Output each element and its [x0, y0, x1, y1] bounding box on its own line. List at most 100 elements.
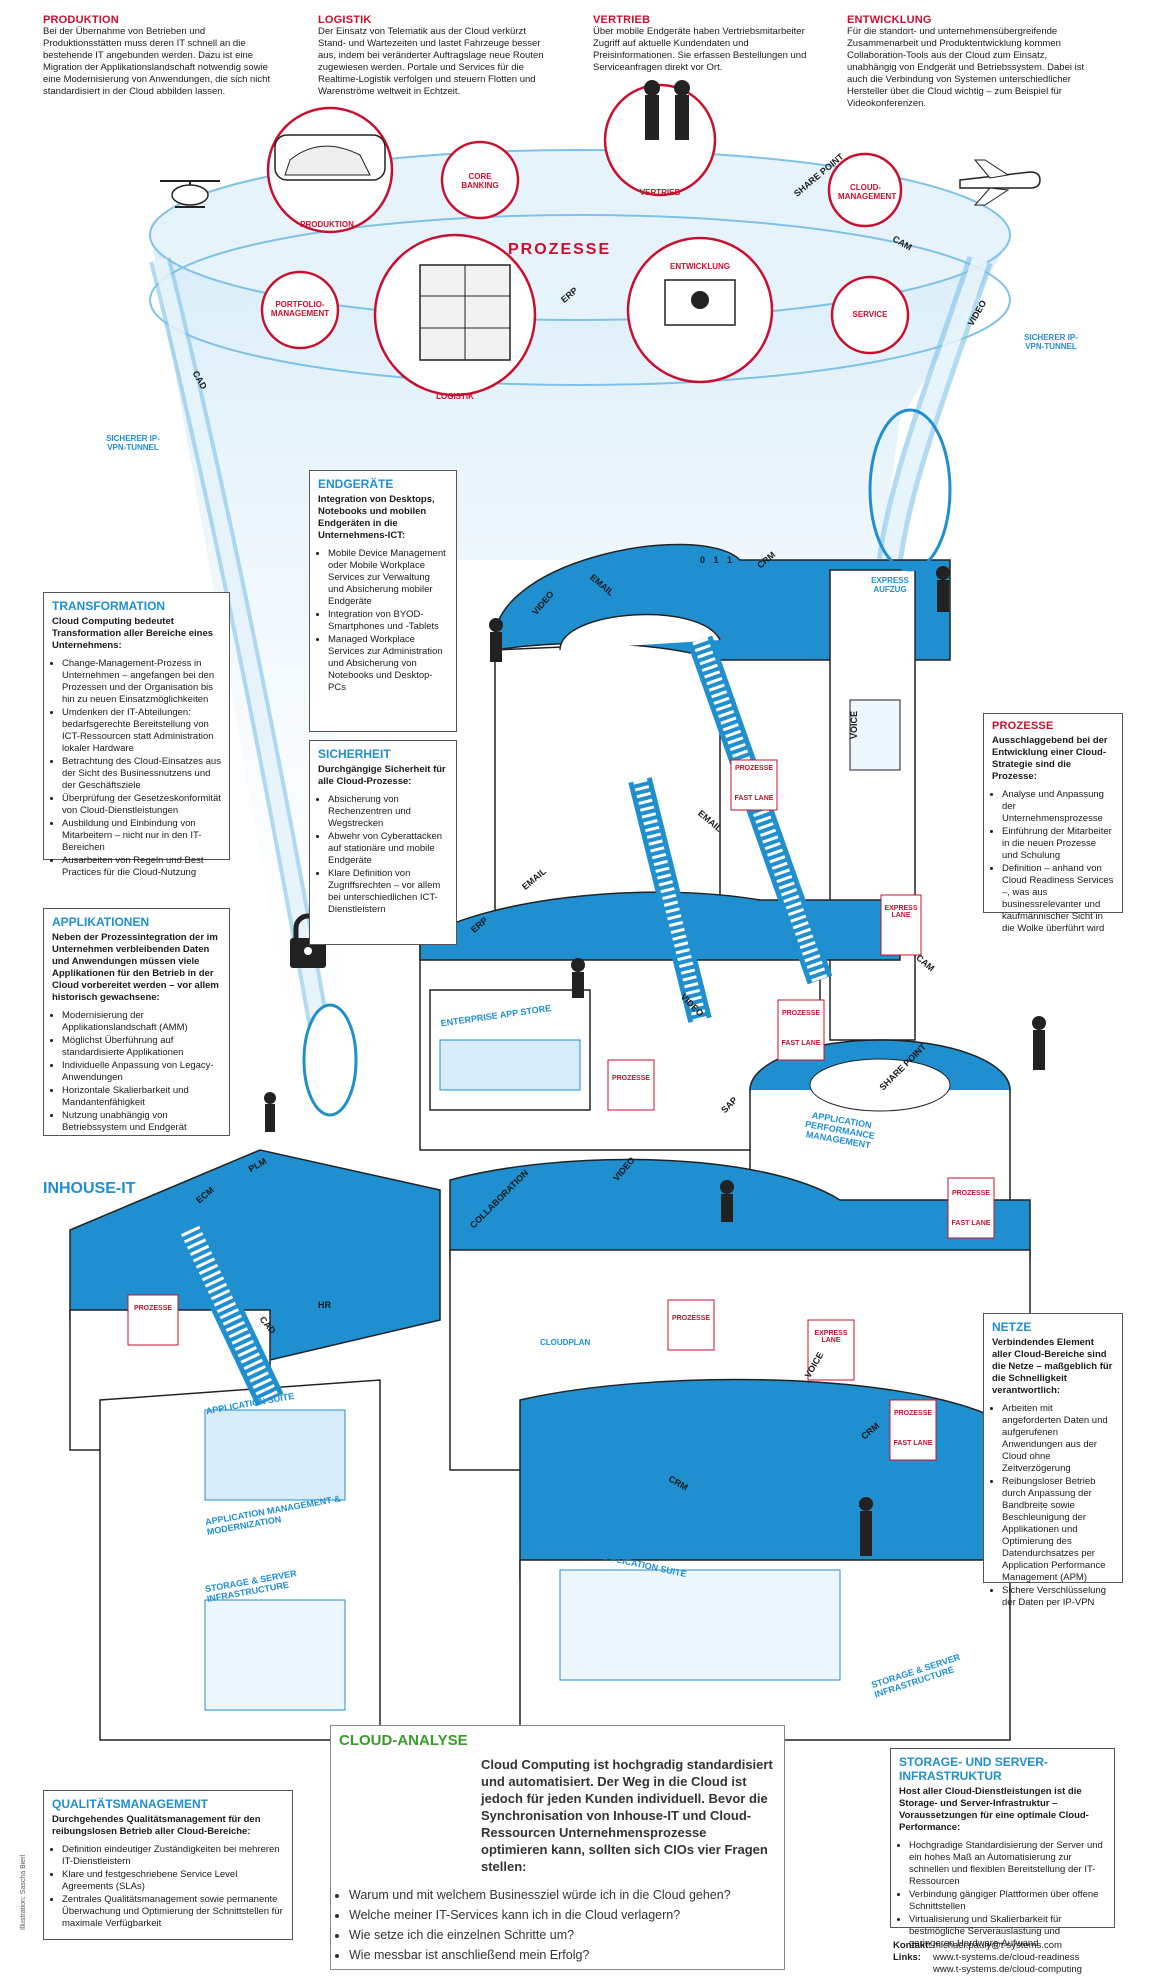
section-text: Für die standort- und unternehmensübergr… [847, 26, 1085, 109]
sign-prozesse-3: PROZESSE [611, 1075, 651, 1082]
kontakt-email[interactable]: michael.pauly@t-systems.com [933, 1940, 1062, 1951]
analyse-text: Cloud Computing ist hochgradig standardi… [481, 1757, 773, 1874]
section-text: Über mobile Endgeräte haben Vertriebsmit… [593, 26, 807, 73]
cloud-ring-bottom [149, 214, 1011, 386]
list-item: Zentrales Qualitätsmanagement sowie perm… [62, 1894, 284, 1930]
people-figures [264, 566, 1046, 1556]
label-produktion: PRODUKTION [300, 220, 354, 229]
sign-express-lane-1: EXPRESS LANE [884, 905, 918, 919]
section-title: LOGISTIK [318, 14, 372, 26]
section-logistik: LOGISTIK Der Einsatz von Telematik aus d… [318, 14, 548, 98]
link-cloud-readiness[interactable]: www.t-systems.de/cloud-readiness [933, 1952, 1080, 1963]
sign-express-lane-2: EXPRESS LANE [814, 1330, 848, 1344]
question: Wie messbar ist anschließend mein Erfolg… [349, 1946, 731, 1965]
section-text: Der Einsatz von Telematik aus der Cloud … [318, 26, 544, 97]
list-item: Definition eindeutiger Zuständigkeiten b… [62, 1844, 284, 1868]
box-lead: Verbindendes Element aller Cloud-Bereich… [992, 1337, 1113, 1396]
list-item: Managed Workplace Services zur Administr… [328, 634, 448, 694]
links-label: Links: [893, 1952, 921, 1963]
section-title: PRODUKTION [43, 14, 119, 26]
box-title: STORAGE- UND SERVER-INFRASTRUKTUR [899, 1755, 1048, 1783]
question: Welche meiner IT-Services kann ich in di… [349, 1906, 731, 1925]
question: Warum und mit welchem Businessziel würde… [349, 1886, 731, 1905]
label-entwicklung: ENTWICKLUNG [670, 262, 730, 271]
label-service: SERVICE [852, 310, 888, 319]
label-inhouse-it: INHOUSE-IT [43, 1180, 136, 1197]
illustration-credit: Illustration: Sascha Bierl [20, 1854, 27, 1930]
label-vertrieb: VERTRIEB [639, 188, 681, 197]
list-item: Analyse und Anpassung der Unternehmenspr… [1002, 789, 1114, 825]
list-item: Hochgradige Standardisierung der Server … [909, 1840, 1106, 1888]
list-item: Klare Definition von Zugriffsrechten – v… [328, 868, 448, 916]
box-sicherheit: SICHERHEIT Durchgängige Sicherheit für a… [309, 740, 457, 945]
box-title: NETZE [992, 1320, 1032, 1334]
box-lead: Integration von Desktops, Notebooks und … [318, 494, 435, 541]
middle-ramp [419, 891, 901, 961]
circle-cloud-management [827, 152, 903, 228]
sign-fast-lane-4: FAST LANE [893, 1440, 933, 1447]
sign-fast-lane-3: FAST LANE [951, 1220, 991, 1227]
list-item: Sichere Verschlüsselung der Daten per IP… [1002, 1585, 1114, 1609]
list-item: Betrachtung des Cloud-Einsatzes aus der … [62, 756, 221, 792]
list-item: Modernisierung der Applikationslandschaf… [62, 1010, 221, 1034]
circle-service [830, 275, 910, 355]
tag-hr: HR [318, 1300, 331, 1310]
express-elevator [829, 569, 916, 1041]
label-portfolio: PORTFOLIO-MANAGEMENT [270, 300, 330, 318]
list-item: Arbeiten mit angeforderten Daten und auf… [1002, 1403, 1114, 1475]
label-tunnel-left: SICHERER IP-VPN-TUNNEL [106, 434, 160, 452]
list-item: Nutzung unabhängig von Betriebssystem un… [62, 1110, 221, 1134]
box-storage: STORAGE- UND SERVER-INFRASTRUKTUR Host a… [890, 1748, 1115, 1949]
box-cloud-analyse: CLOUD-ANALYSE START Cloud Computing ist … [330, 1725, 785, 1970]
box-title: APPLIKATIONEN [52, 915, 150, 929]
tag-digits: 0 1 1 [700, 555, 736, 565]
tag-voice: VOICE [849, 710, 860, 740]
section-vertrieb: VERTRIEB Über mobile Endgeräte haben Ver… [593, 14, 818, 74]
prozesse-signs [127, 759, 995, 1461]
list-item: Umdenken der IT-Abteilungen: bedarfsgere… [62, 707, 221, 755]
start-button[interactable]: START [402, 1786, 452, 1803]
box-lead: Neben der Prozessintegration der im Unte… [52, 932, 219, 1003]
list-item: Möglichst Überführung auf standardisiert… [62, 1035, 221, 1059]
list-item: Verbindung gängiger Plattformen über off… [909, 1889, 1106, 1913]
list-item: Ausbildung und Einbindung von Mitarbeite… [62, 818, 221, 854]
kontakt-label: Kontakt: [893, 1940, 932, 1951]
circle-portfolio [260, 270, 340, 350]
sign-prozesse-7: PROZESSE [133, 1305, 173, 1312]
cloud-building [69, 543, 1031, 1857]
box-endgeraete: ENDGERÄTE Integration von Desktops, Note… [309, 470, 457, 732]
label-tunnel-right: SICHERER IP-VPN-TUNNEL [1024, 333, 1078, 351]
circle-vertrieb [603, 83, 717, 197]
label-logistik: LOGISTIK [436, 392, 474, 401]
box-title: ENDGERÄTE [318, 477, 394, 491]
box-title: QUALITÄTSMANAGEMENT [52, 1797, 208, 1811]
section-text: Bei der Übernahme von Betrieben und Prod… [43, 26, 271, 97]
list-item: Integration von BYOD-Smartphones und -Ta… [328, 609, 448, 633]
list-item: Überprüfung der Gesetzeskonformität von … [62, 793, 221, 817]
box-lead: Durchgehendes Qualitätsmanagement für de… [52, 1814, 261, 1837]
analyse-title: CLOUD-ANALYSE [339, 1732, 468, 1749]
section-title: VERTRIEB [593, 14, 651, 26]
box-lead: Ausschlaggebend bei der Entwicklung eine… [992, 735, 1108, 782]
link-cloud-computing[interactable]: www.t-systems.de/cloud-computing [933, 1964, 1082, 1975]
airplane-icon [959, 159, 1041, 206]
box-title: SICHERHEIT [318, 747, 391, 761]
list-item: Reibungsloser Betrieb durch Anpassung de… [1002, 1476, 1114, 1584]
tube-end [302, 1003, 358, 1117]
tube-end-right [868, 408, 952, 572]
box-lead: Durchgängige Sicherheit für alle Cloud-P… [318, 764, 446, 787]
cloud-title: PROZESSE [508, 241, 612, 258]
list-item: Definition – anhand von Cloud Readiness … [1002, 863, 1114, 935]
section-entwicklung: ENTWICKLUNG Für die standort- und untern… [847, 14, 1092, 110]
lower-ramp [449, 1158, 1031, 1261]
list-item: Change-Management-Prozess in Unternehmen… [62, 658, 221, 706]
sign-prozesse-2: PROZESSE [781, 1010, 821, 1017]
sign-prozesse-1: PROZESSE [734, 765, 774, 772]
box-lead: Cloud Computing bedeutet Transformation … [52, 616, 214, 651]
box-applikationen: APPLIKATIONEN Neben der Prozessintegrati… [43, 908, 230, 1136]
sign-prozesse-4: PROZESSE [951, 1190, 991, 1197]
list-item: Klare und festgeschriebene Service Level… [62, 1869, 284, 1893]
sign-prozesse-5: PROZESSE [671, 1315, 711, 1322]
sign-fast-lane-2: FAST LANE [781, 1040, 821, 1047]
